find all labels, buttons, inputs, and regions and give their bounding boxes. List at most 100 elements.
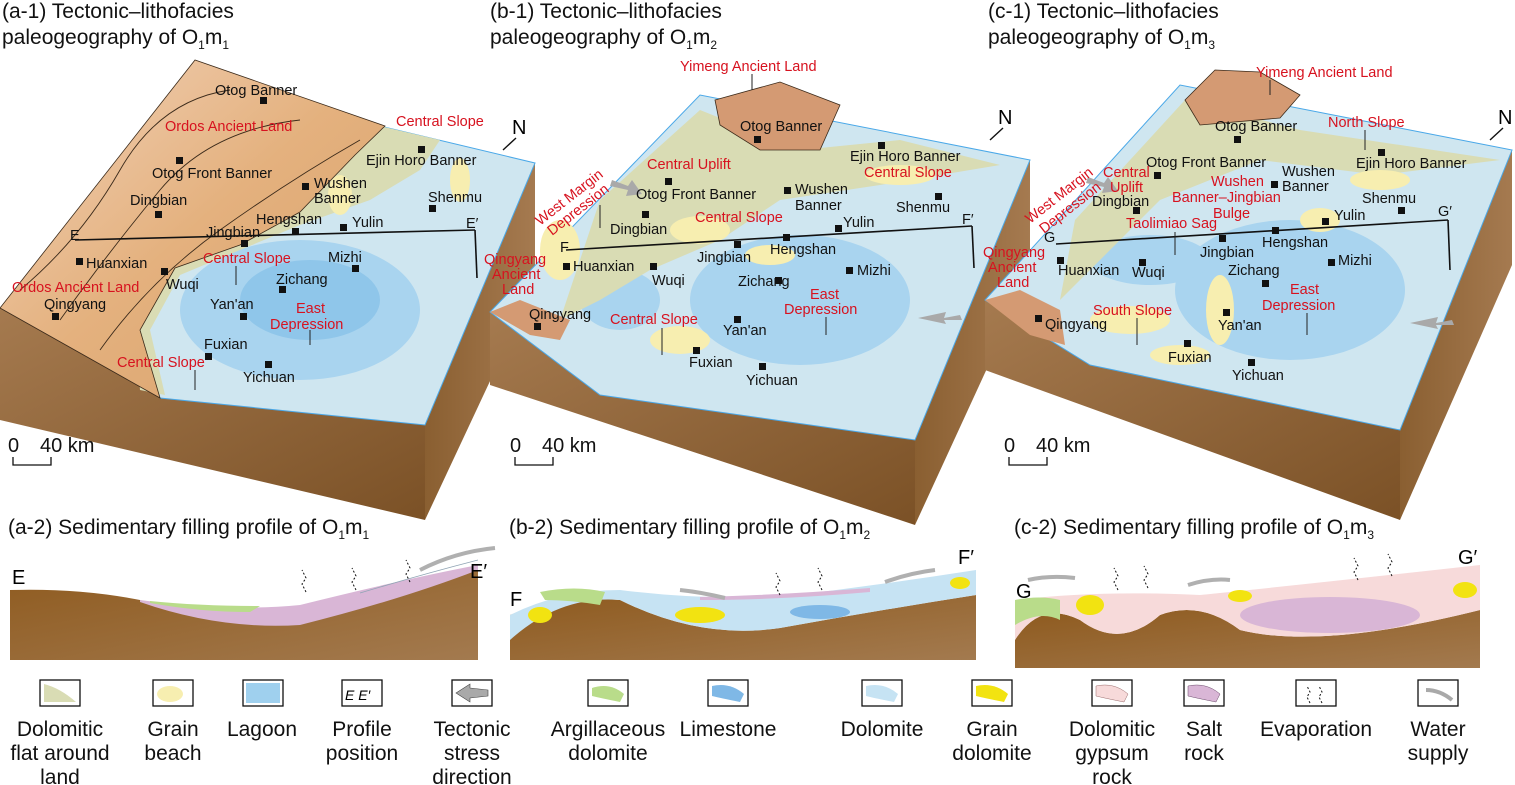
basement xyxy=(10,565,478,660)
place-label: Banner xyxy=(314,191,361,207)
stress-arrow-icon xyxy=(455,683,489,703)
north-label: N xyxy=(512,117,526,139)
place-label: Zichang xyxy=(1228,263,1280,279)
stress-arrow-icon xyxy=(1086,177,1118,193)
scale-zero: 0 xyxy=(1004,435,1015,457)
place-label: Huanxian xyxy=(573,259,634,275)
zone-label: Uplift xyxy=(1110,180,1143,196)
place-label: Fuxian xyxy=(204,337,248,353)
place-label: Ejin Horo Banner xyxy=(1356,156,1467,172)
zone-label: Banner–Jingbian xyxy=(1172,190,1281,206)
central-uplift-zone xyxy=(560,110,1000,320)
panel-a1-title-line1: (a-1) Tectonic–lithofacies xyxy=(2,0,234,23)
place-label: Mizhi xyxy=(1338,253,1372,269)
place-label: Wushen xyxy=(314,176,367,192)
basement xyxy=(510,595,976,660)
section-line-e xyxy=(74,229,476,241)
zone-label: Qingyang xyxy=(983,245,1045,261)
place-label: Hengshan xyxy=(256,212,322,228)
panel-b1-title-line2: paleogeography of O1m2 xyxy=(490,26,717,52)
place-label: Otog Front Banner xyxy=(1146,155,1266,171)
place-label: Dingbian xyxy=(130,193,187,209)
grain-beach xyxy=(865,165,935,185)
legend-label: Grain xyxy=(966,718,1017,741)
scale-distance: 40 km xyxy=(40,435,94,457)
taolimiao-sag xyxy=(1090,235,1210,285)
legend-label: position xyxy=(326,742,398,765)
grain-dolomite-swatch-icon xyxy=(976,685,1008,702)
water-supply-arrow-icon xyxy=(1187,577,1231,587)
zone-label: Central Slope xyxy=(695,210,783,226)
place-label: Otog Banner xyxy=(740,119,822,135)
panel-c1-block-diagram: (c-1) Tectonic–lithofacies paleogeograph… xyxy=(983,0,1513,520)
legend-label: Grain xyxy=(147,718,198,741)
place-label: Wuqi xyxy=(166,277,199,293)
profile-b2-title: (b-2) Sedimentary filling profile of O1m… xyxy=(509,516,871,542)
place-label: Wuqi xyxy=(652,273,685,289)
place-label: Wuqi xyxy=(1132,265,1165,281)
legend-item-lagoon: Lagoon xyxy=(227,679,297,741)
legend-label: Evaporation xyxy=(1260,718,1372,741)
section-start-label: F xyxy=(560,240,569,256)
grain-beach xyxy=(1206,275,1234,345)
zone-label: Ancient xyxy=(988,260,1036,276)
section-line-drop xyxy=(971,225,975,269)
scale-distance: 40 km xyxy=(1036,435,1090,457)
profile-a2: (a-2) Sedimentary filling profile of O1m… xyxy=(8,516,496,660)
grain-dolomite-lens xyxy=(1076,595,1104,615)
profile-start-label: E xyxy=(12,567,25,589)
salt-rock-swatch-icon xyxy=(1187,684,1221,703)
grain-dolomite-lens xyxy=(675,607,725,623)
place-label: Otog Front Banner xyxy=(152,166,272,182)
profile-c2-title: (c-2) Sedimentary filling profile of O1m… xyxy=(1014,516,1374,542)
surface-line xyxy=(359,559,479,594)
front-face xyxy=(985,300,1400,520)
zone-label: Taolimiao Sag xyxy=(1126,216,1217,232)
zone-label: East xyxy=(1290,282,1319,298)
zone-label: Wushen xyxy=(1211,174,1264,190)
place-label: Fuxian xyxy=(689,355,733,371)
front-face xyxy=(490,312,915,525)
place-label: Banner xyxy=(795,198,842,214)
place-label: Mizhi xyxy=(328,250,362,266)
front-face xyxy=(0,308,425,520)
qingyang-ancient-land xyxy=(490,300,570,340)
legend-label: Salt xyxy=(1186,718,1222,741)
profile-b2: (b-2) Sedimentary filling profile of O1m… xyxy=(509,516,976,660)
scale-bar: 0 40 km xyxy=(8,435,94,466)
zone-label: Central Slope xyxy=(203,251,291,267)
zone-label: Central Slope xyxy=(610,312,698,328)
place-label: Yan'an xyxy=(1218,318,1262,334)
legend-label: Profile xyxy=(332,718,392,741)
zone-label: Ordos Ancient Land xyxy=(165,119,292,135)
place-label: Yulin xyxy=(843,215,874,231)
zone-label: Bulge xyxy=(1213,206,1250,222)
grain-dolomite-lens xyxy=(1228,590,1252,602)
place-label: Qingyang xyxy=(529,307,591,323)
place-label: Dingbian xyxy=(610,222,667,238)
legend-label: rock xyxy=(1184,742,1224,765)
grain-beach xyxy=(450,158,470,202)
legend-label: Lagoon xyxy=(227,718,297,741)
section-line-g xyxy=(1055,219,1449,245)
place-label: Hengshan xyxy=(770,242,836,258)
place-label: Jingbian xyxy=(206,225,260,241)
argillaceous-dolomite-layer xyxy=(1015,597,1060,625)
section-line-f xyxy=(565,225,973,251)
zone-label: Land xyxy=(997,275,1029,291)
legend-item-limestone: Limestone xyxy=(680,679,776,741)
place-label: Otog Banner xyxy=(1215,119,1297,135)
grain-dolomite-lens xyxy=(950,577,970,589)
zone-label: Yimeng Ancient Land xyxy=(1256,65,1393,81)
place-label: Otog Banner xyxy=(215,83,297,99)
places: Otog Banner Otog Front Banner WushenBann… xyxy=(44,83,482,386)
dolomitic-flat-zone xyxy=(1060,100,1500,300)
place-label: Ejin Horo Banner xyxy=(366,153,477,169)
water-supply-arrow-icon xyxy=(884,568,936,584)
legend-label: beach xyxy=(144,742,201,765)
scale-zero: 0 xyxy=(510,435,521,457)
legend-label: Dolomite xyxy=(841,718,924,741)
